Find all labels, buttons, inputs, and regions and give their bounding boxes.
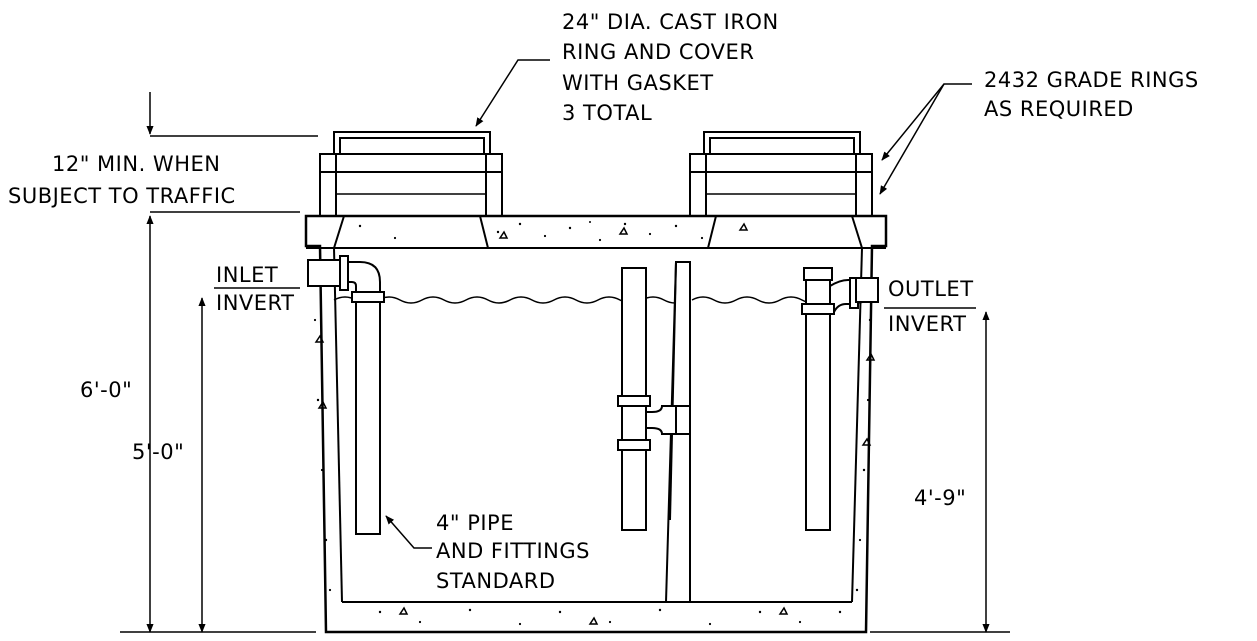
leader-arrows [385,59,972,549]
pipe-label-line2: AND FITTINGS [436,539,590,563]
outlet-label-line1: OUTLET [888,277,974,301]
inlet-label-line1: INLET [216,263,278,287]
tank-body [304,214,888,634]
pipe-label-line3: STANDARD [436,569,556,593]
pipe-label: 4" PIPE AND FITTINGS STANDARD [436,511,590,593]
outlet-pipe [801,267,879,531]
rings-label-line2: AS REQUIRED [984,97,1134,121]
inlet-label-line2: INVERT [216,291,294,315]
concrete-stipple [313,221,872,626]
total-height-label: 6'-0" [80,378,132,402]
water-line [333,296,869,304]
cover-label: 24" DIA. CAST IRON RING AND COVER WITH G… [562,10,779,125]
traffic-label: 12" MIN. WHEN SUBJECT TO TRAFFIC [8,152,236,208]
dimension-lines [120,92,1010,633]
left-riser [319,131,503,217]
outlet-label-line2: INVERT [888,312,966,336]
traffic-label-line1: 12" MIN. WHEN [52,152,220,176]
inlet-pipe [307,255,385,535]
lid-openings [333,215,863,249]
dimension-labels: 6'-0" 5'-0" 4'-9" [80,378,966,510]
cover-label-line2: RING AND COVER [562,40,754,64]
outlet-label: OUTLET INVERT [888,277,974,336]
pipe-label-line1: 4" PIPE [436,511,514,535]
grade-rings-label: 2432 GRADE RINGS AS REQUIRED [984,68,1199,121]
cover-label-line4: 3 TOTAL [562,101,652,125]
right-riser [689,131,873,217]
cover-label-line1: 24" DIA. CAST IRON [562,10,779,34]
inlet-height-label: 5'-0" [132,440,184,464]
inlet-label: INLET INVERT [216,263,294,315]
outlet-height-label: 4'-9" [914,486,966,510]
traffic-label-line2: SUBJECT TO TRAFFIC [8,184,236,208]
rings-label-line1: 2432 GRADE RINGS [984,68,1199,92]
cover-label-line3: WITH GASKET [562,71,714,95]
center-pipe [617,267,691,531]
concrete-triangles [314,222,876,625]
